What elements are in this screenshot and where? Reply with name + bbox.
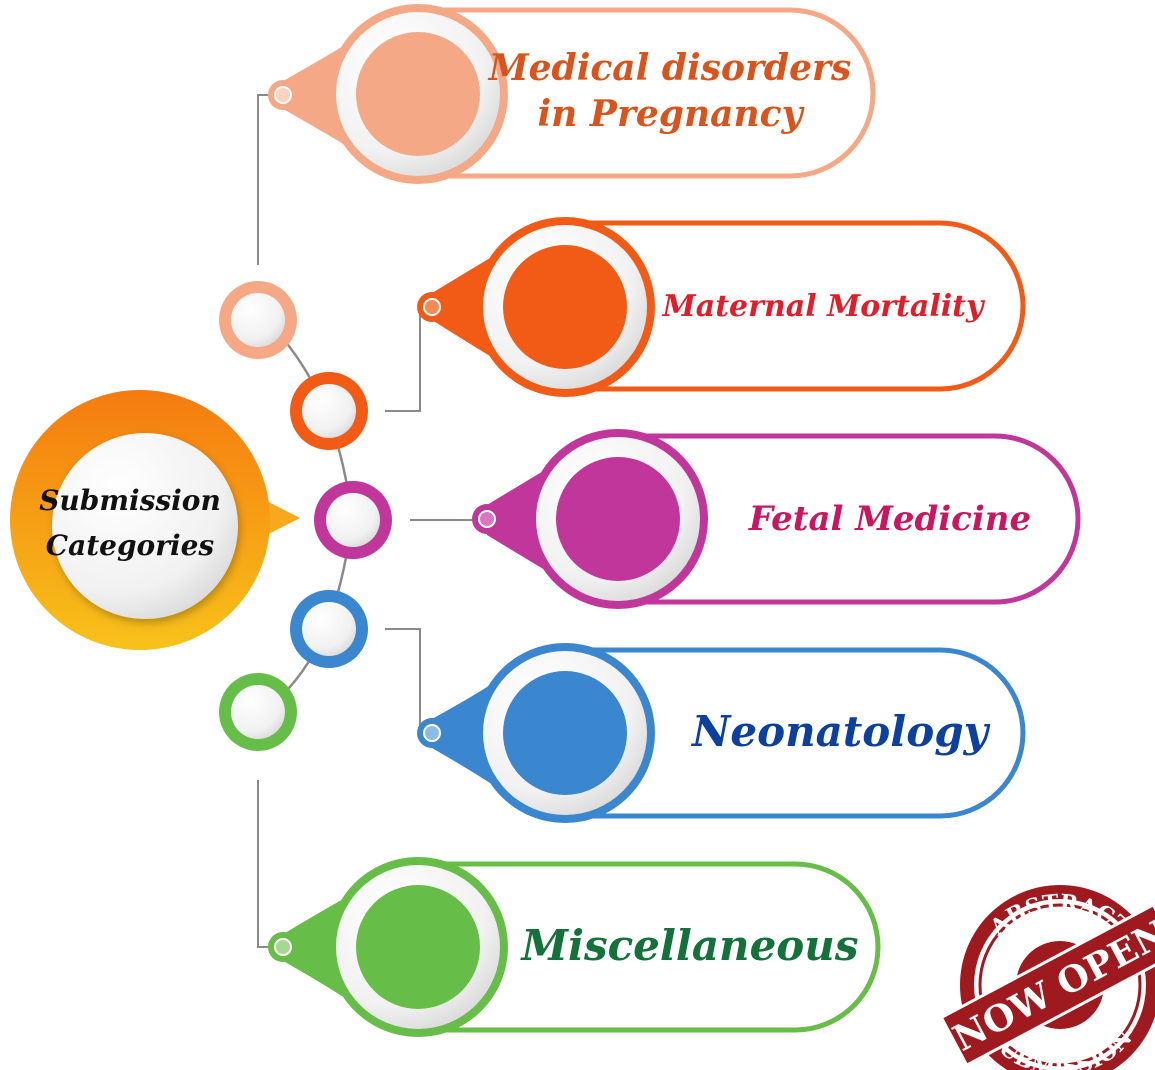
hub-label-line2: Categories bbox=[46, 529, 215, 562]
category-maternal-mortality: Maternal Mortality bbox=[417, 217, 1026, 397]
arc-node-5 bbox=[219, 673, 297, 751]
category-label-line2: in Pregnancy bbox=[537, 93, 804, 135]
category-label-line1: Fetal Medicine bbox=[748, 499, 1031, 539]
hub-label-line1: Submission bbox=[39, 484, 221, 517]
category-label-line1: Miscellaneous bbox=[520, 921, 859, 970]
abstract-submission-stamp: ABSTRACT SUBMISSION NOW OPEN bbox=[939, 885, 1155, 1070]
arc-nodes bbox=[219, 281, 392, 751]
arc-node-1 bbox=[219, 281, 297, 359]
category-medical-disorders: Medical disorders in Pregnancy bbox=[268, 4, 876, 184]
hub: Submission Categories bbox=[10, 390, 300, 650]
arc-node-4 bbox=[290, 590, 368, 668]
category-label-line1: Medical disorders bbox=[487, 47, 851, 89]
category-label-line1: Maternal Mortality bbox=[662, 289, 986, 324]
arc-node-3 bbox=[314, 481, 392, 559]
category-miscellaneous: Miscellaneous bbox=[268, 857, 881, 1037]
category-fetal-medicine: Fetal Medicine bbox=[472, 429, 1081, 609]
category-label-line1: Neonatology bbox=[690, 707, 991, 756]
category-neonatology: Neonatology bbox=[417, 643, 1026, 823]
arc-node-2 bbox=[290, 372, 368, 450]
